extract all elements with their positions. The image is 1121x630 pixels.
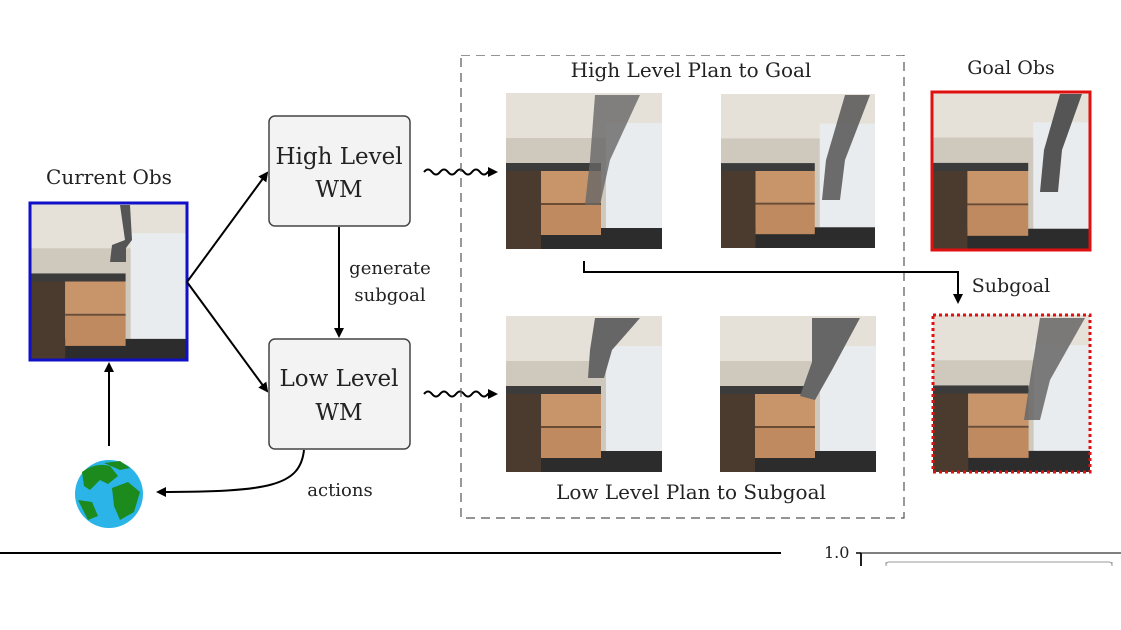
- actions-label: actions: [307, 480, 372, 501]
- high-plan-title: High Level Plan to Goal: [571, 58, 812, 82]
- earth-globe-icon: [75, 460, 143, 528]
- low-level-wm-label-2: WM: [315, 400, 362, 426]
- high-level-wm-box: High Level WM: [268, 115, 411, 227]
- high-plan-frame-2: [721, 93, 875, 249]
- subgoal-label: Subgoal: [972, 275, 1050, 297]
- low-level-wm-box: Low Level WM: [268, 338, 411, 450]
- low-plan-frame-2: [720, 316, 876, 472]
- current-obs-image: [28, 201, 189, 362]
- generate-label-2: subgoal: [354, 285, 425, 306]
- high-level-wm-label-2: WM: [315, 177, 362, 203]
- goal-obs-label: Goal Obs: [967, 57, 1055, 79]
- high-plan-frame-1: [506, 93, 662, 249]
- subgoal-image: [931, 313, 1092, 474]
- arrow-obs-to-high-wm: [186, 171, 269, 283]
- arrow-obs-to-low-wm: [186, 281, 269, 393]
- squiggle-arrow-low: [423, 389, 498, 399]
- plan-region: [460, 54, 905, 519]
- arrow-actions: [156, 449, 305, 497]
- current-obs-label: Current Obs: [46, 165, 172, 189]
- high-level-wm-label-1: High Level: [275, 144, 402, 170]
- squiggle-arrow-high: [423, 167, 498, 177]
- generate-label-1: generate: [349, 258, 431, 279]
- low-level-wm-label-1: Low Level: [280, 366, 399, 392]
- low-plan-frame-1: [506, 316, 662, 472]
- axis-tick-label: 1.0: [824, 543, 849, 562]
- goal-obs-image: [930, 90, 1092, 252]
- low-plan-title: Low Level Plan to Subgoal: [556, 480, 826, 504]
- arrow-to-subgoal: [583, 261, 963, 304]
